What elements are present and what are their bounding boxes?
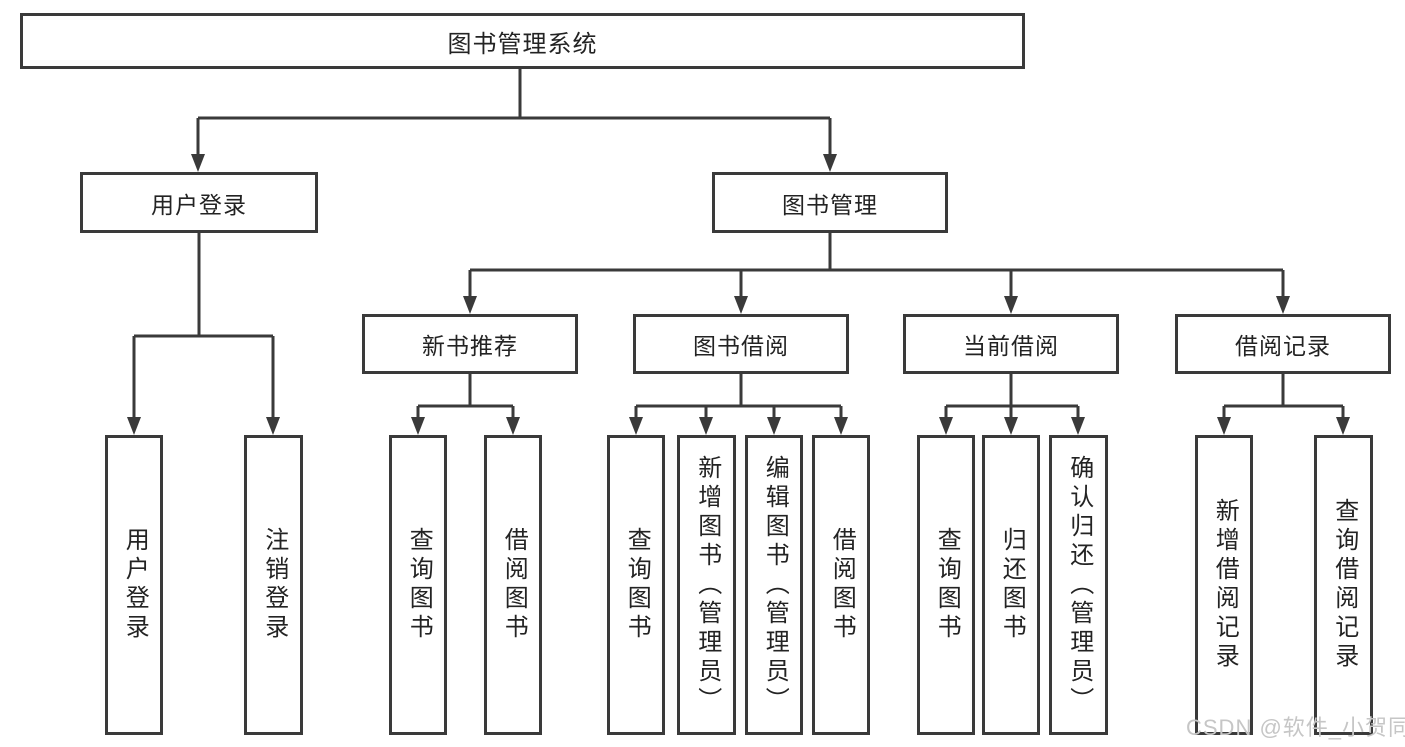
- arrow-icon: [127, 417, 141, 435]
- arrow-icon: [834, 417, 848, 435]
- node-library-system: 图书管理系统: [20, 13, 1025, 69]
- arrow-icon: [699, 417, 713, 435]
- arrow-icon: [939, 417, 953, 435]
- arrow-icon: [1217, 417, 1231, 435]
- connector-edges: [132, 69, 1345, 419]
- arrow-icon: [191, 154, 205, 172]
- arrow-icon: [734, 296, 748, 314]
- leaf-borrow-edit-books-admin: 编辑图书（管理员）: [745, 435, 803, 735]
- arrow-icon: [506, 417, 520, 435]
- node-current-borrowing: 当前借阅: [903, 314, 1119, 374]
- leaf-records-query-borrow-record: 查询借阅记录: [1314, 435, 1373, 735]
- arrow-icon: [1004, 417, 1018, 435]
- leaf-logout-login: 注销登录: [244, 435, 303, 735]
- arrow-icon: [1004, 296, 1018, 314]
- arrow-icon: [266, 417, 280, 435]
- leaf-current-confirm-return-admin: 确认归还（管理员）: [1049, 435, 1108, 735]
- leaf-newbook-query-books: 查询图书: [389, 435, 447, 735]
- node-book-management: 图书管理: [712, 172, 948, 233]
- leaf-current-query-books: 查询图书: [917, 435, 975, 735]
- node-new-book-recommendation: 新书推荐: [362, 314, 578, 374]
- arrow-icon: [463, 296, 477, 314]
- node-borrowing-records: 借阅记录: [1175, 314, 1391, 374]
- arrow-icon: [767, 417, 781, 435]
- arrow-icon: [823, 154, 837, 172]
- leaf-newbook-borrow-books: 借阅图书: [484, 435, 542, 735]
- arrow-icon: [411, 417, 425, 435]
- leaf-borrow-query-books: 查询图书: [607, 435, 665, 735]
- arrow-icon: [1071, 417, 1085, 435]
- leaf-records-add-borrow-record: 新增借阅记录: [1195, 435, 1253, 735]
- csdn-watermark: CSDN @软件_小贺同学: [1186, 715, 1405, 740]
- arrow-icon: [1336, 417, 1350, 435]
- arrow-icon: [1276, 296, 1290, 314]
- arrow-icon: [629, 417, 643, 435]
- leaf-current-return-books: 归还图书: [982, 435, 1040, 735]
- leaf-borrow-add-books-admin: 新增图书（管理员）: [677, 435, 736, 735]
- leaf-borrow-borrow-books: 借阅图书: [812, 435, 870, 735]
- node-book-borrowing: 图书借阅: [633, 314, 849, 374]
- leaf-user-login: 用户登录: [105, 435, 163, 735]
- arrowhead-icons: [127, 154, 1350, 435]
- node-user-login: 用户登录: [80, 172, 318, 233]
